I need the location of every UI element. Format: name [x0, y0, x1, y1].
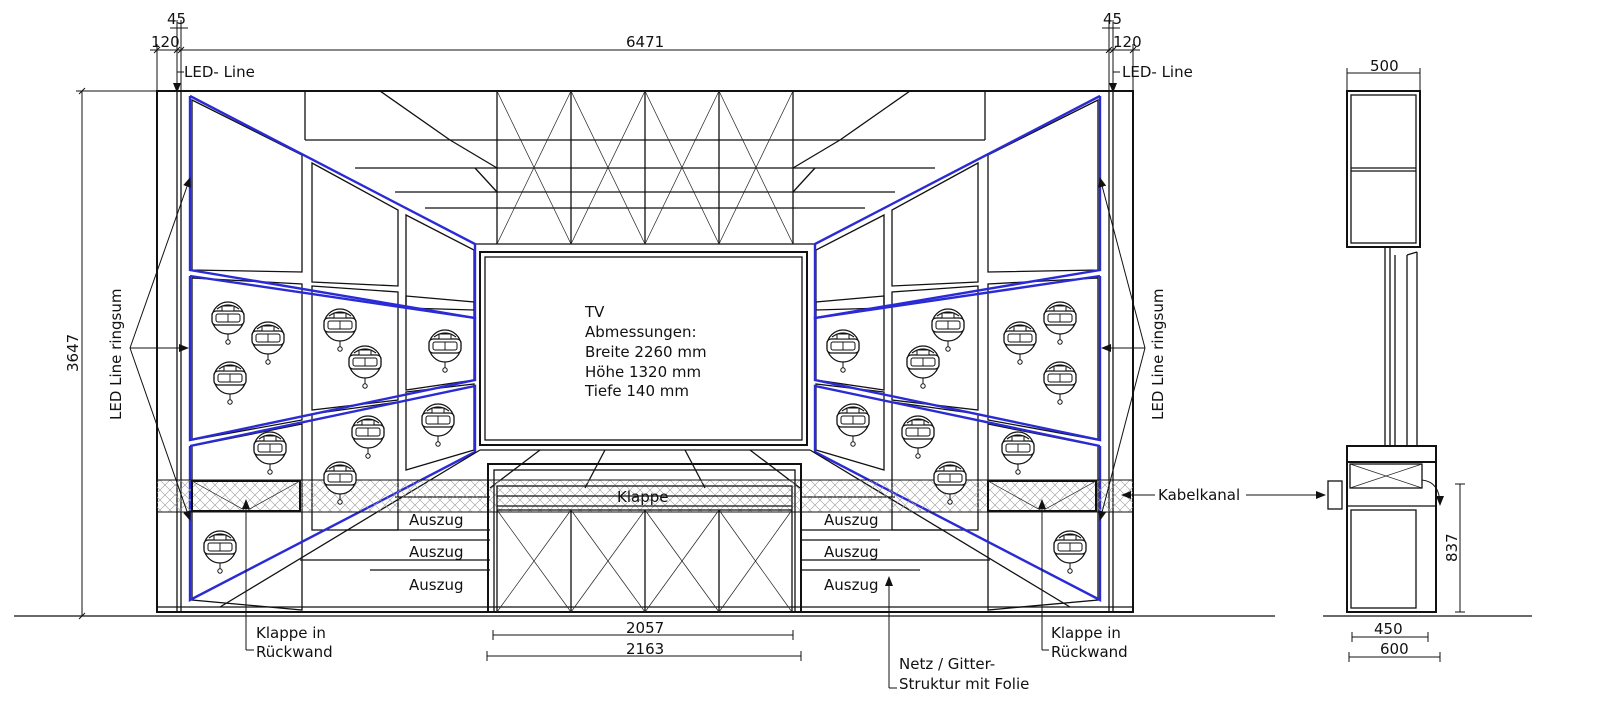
vr-headset-icon: [211, 301, 245, 345]
dim-side-height: 837: [1443, 533, 1461, 562]
tv-screen: [484, 256, 803, 441]
led-line-left-upper: [188, 94, 477, 320]
tv-height: Höhe 1320 mm: [585, 363, 701, 381]
tv-label: TV: [584, 303, 605, 321]
klappe-rueckwand-left: Klappe in Rückwand: [242, 499, 333, 661]
led-ringsum-right-label: LED Line ringsum: [1149, 289, 1167, 420]
tv-dimensions-label: Abmessungen:: [585, 323, 697, 341]
dim-side-600: 600: [1380, 640, 1409, 658]
vr-headset-icon: [1043, 301, 1077, 345]
auszug-left-2: Auszug: [409, 543, 464, 561]
vr-headset-icon: [253, 431, 287, 475]
auszug-right-1: Auszug: [824, 511, 879, 529]
dim-top-total: 6471: [626, 33, 664, 51]
kabelkanal-annotation: Kabelkanal: [1121, 486, 1326, 504]
dim-top-right-120: 120: [1113, 33, 1142, 51]
vr-headset-icon: [901, 415, 935, 459]
vr-headset-icon: [323, 308, 357, 352]
netz-label-line1: Netz / Gitter-: [899, 655, 995, 673]
vr-headset-icon: [421, 403, 455, 447]
height-dimension: 3647: [64, 87, 157, 620]
kabelkanal-label: Kabelkanal: [1158, 486, 1240, 504]
vr-headset-icon: [1053, 530, 1087, 574]
auszug-left-1: Auszug: [409, 511, 464, 529]
led-line-left-lower: [188, 384, 477, 602]
tv-depth: Tiefe 140 mm: [584, 382, 689, 400]
klappe-label: Klappe: [617, 488, 668, 506]
auszug-right-2: Auszug: [824, 543, 879, 561]
led-line-right-middle: [813, 274, 1102, 442]
vr-headset-icon: [1043, 361, 1077, 405]
netz-annotation: Netz / Gitter- Struktur mit Folie: [885, 576, 1029, 693]
dim-side-450: 450: [1374, 620, 1403, 638]
tv-width: Breite 2260 mm: [585, 343, 707, 361]
klappe-rueckwand-left-line2: Rückwand: [256, 643, 333, 661]
dim-top-right-45: 45: [1103, 10, 1122, 28]
klappe-rueckwand-left-line1: Klappe in: [256, 624, 326, 642]
klappe-rueckwand-right-line2: Rückwand: [1051, 643, 1128, 661]
dim-top-left-120: 120: [151, 33, 180, 51]
dim-top-left-45: 45: [167, 10, 186, 28]
left-wall-panels: [188, 94, 477, 611]
led-line-right-upper: [813, 94, 1102, 320]
counter: Klappe: [487, 463, 802, 613]
dim-counter-inner: 2057: [626, 619, 664, 637]
netz-label-line2: Struktur mit Folie: [899, 675, 1029, 693]
dim-counter-outer: 2163: [626, 640, 664, 658]
led-line-annotations: LED- Line LED- Line: [173, 63, 1193, 93]
auszug-right-3: Auszug: [824, 576, 879, 594]
tv: TV Abmessungen: Breite 2260 mm Höhe 1320…: [479, 251, 808, 446]
vr-headset-icon: [1001, 431, 1035, 475]
led-ringsum-left: LED Line ringsum: [107, 177, 191, 521]
vr-headset-icon: [836, 403, 870, 447]
vr-headset-icon: [351, 415, 385, 459]
vr-headset-icon: [428, 329, 462, 373]
vr-headset-icon: [348, 345, 382, 389]
vr-headset-icon: [203, 530, 237, 574]
dim-side-top: 500: [1370, 57, 1399, 75]
front-elevation: TV Abmessungen: Breite 2260 mm Höhe 1320…: [156, 90, 1134, 613]
klappe-rueckwand-right: Klappe in Rückwand: [1038, 499, 1128, 661]
led-ringsum-left-label: LED Line ringsum: [107, 289, 125, 420]
vr-headset-icon: [213, 361, 247, 405]
side-view: 500 837 450 600: [1327, 57, 1465, 662]
top-dimensions: 45 120 6471 45 120: [150, 10, 1142, 91]
led-ringsum-right: LED Line ringsum: [1098, 177, 1167, 521]
dim-height-total: 3647: [64, 334, 82, 372]
led-line-right-lower: [813, 384, 1102, 602]
counter-dimensions: 2057 2163: [486, 619, 802, 661]
auszug-left-3: Auszug: [409, 576, 464, 594]
tv-outer: [479, 251, 808, 446]
vr-headset-icon: [906, 345, 940, 389]
led-line-left-label: LED- Line: [184, 63, 255, 81]
vr-headset-icon: [251, 321, 285, 365]
klappe-rueckwand-right-line1: Klappe in: [1051, 624, 1121, 642]
vr-headset-icon: [826, 329, 860, 373]
led-line-left-middle: [188, 274, 477, 442]
led-line-right-label: LED- Line: [1122, 63, 1193, 81]
vr-headset-icon: [1003, 321, 1037, 365]
vr-headset-icon: [931, 308, 965, 352]
